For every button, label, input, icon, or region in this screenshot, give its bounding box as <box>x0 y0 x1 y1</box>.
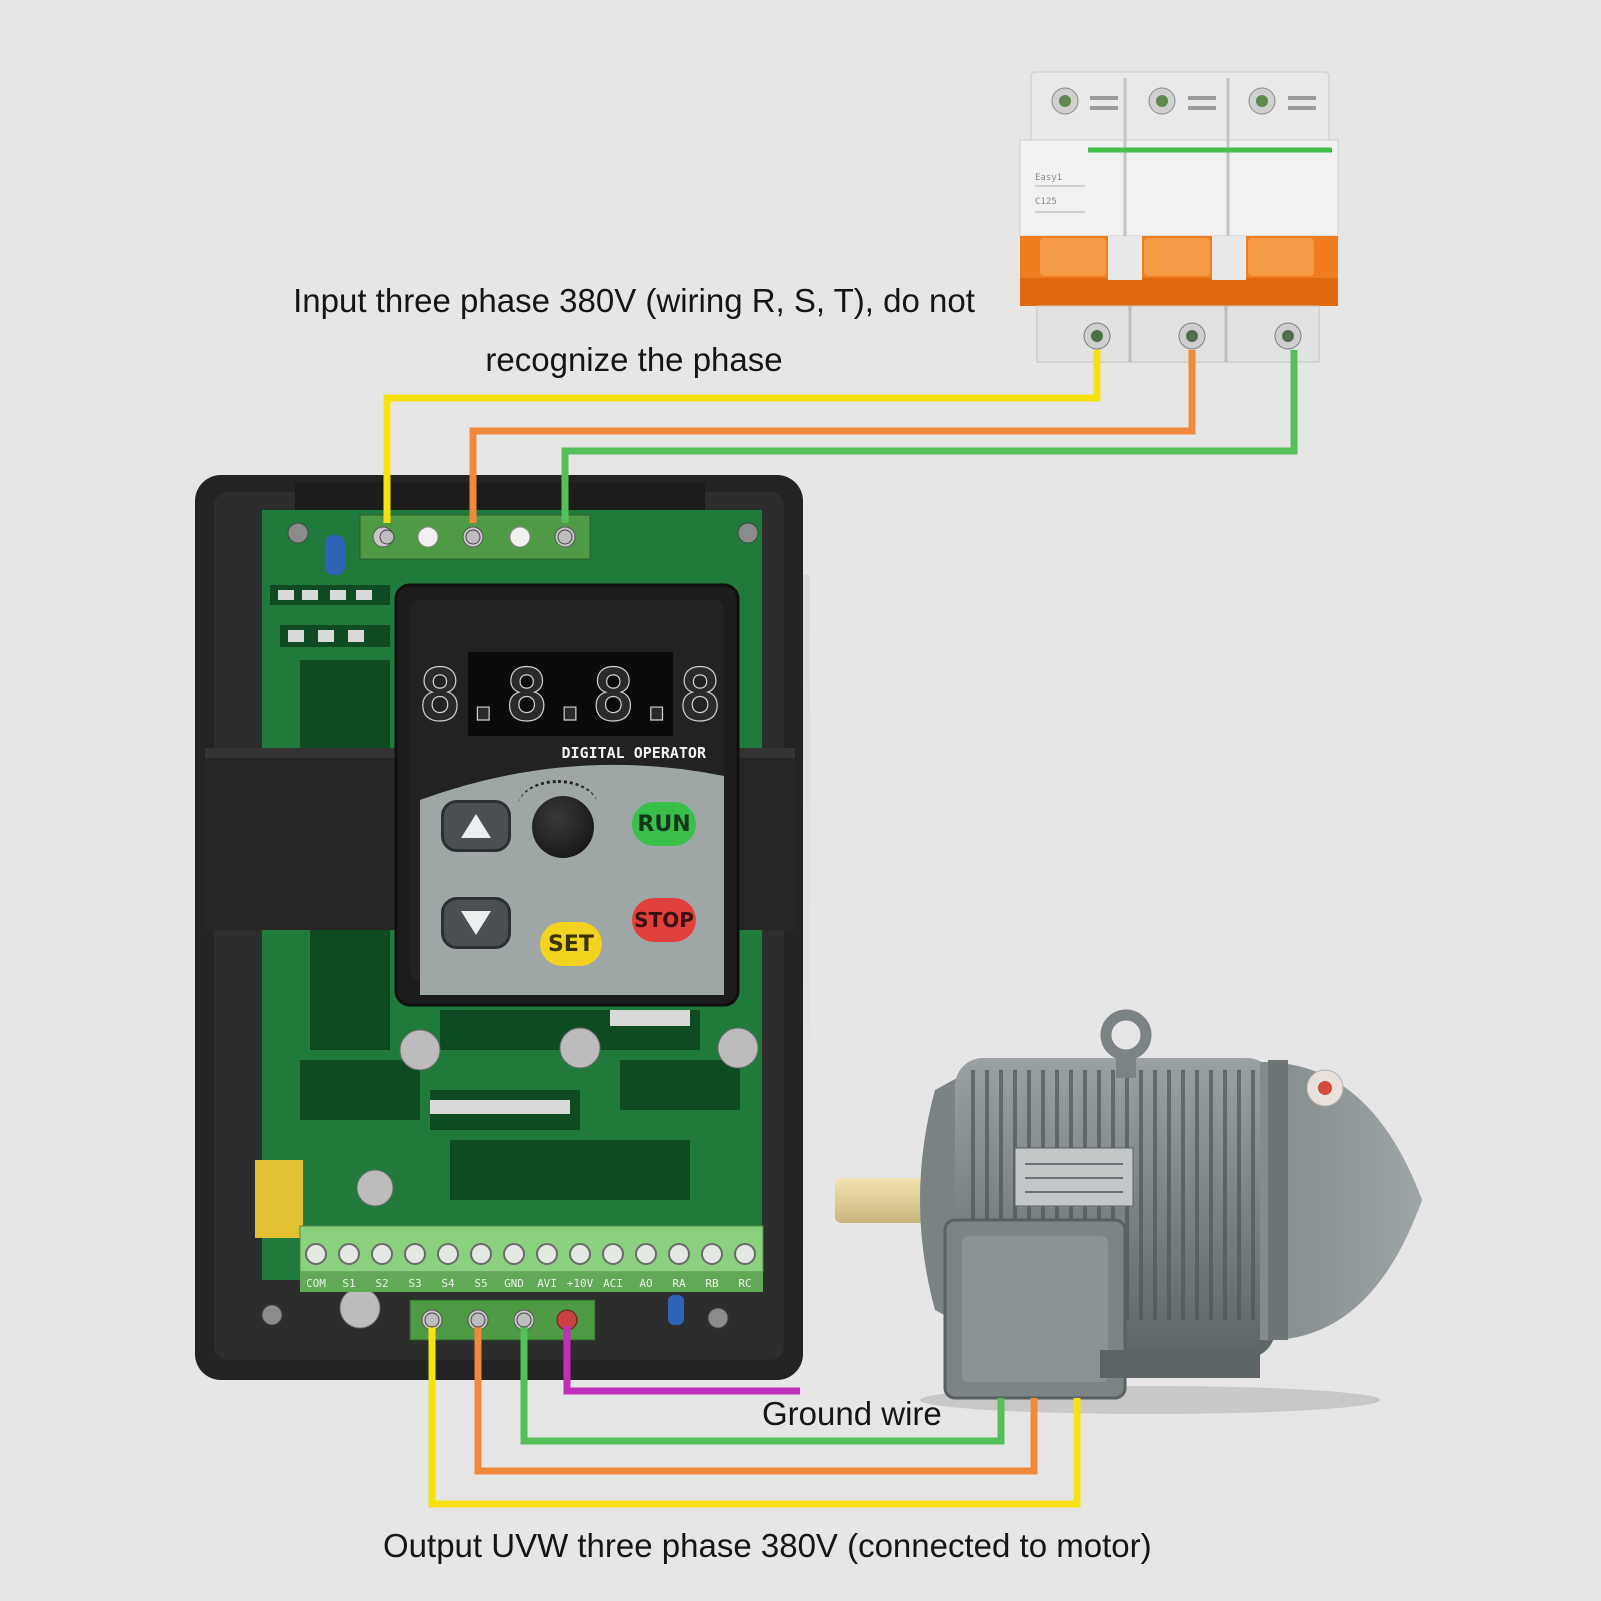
ground-wire-caption: Ground wire <box>762 1395 942 1432</box>
terminal-screw <box>536 1243 558 1265</box>
terminal-label-s5: S5 <box>474 1277 487 1290</box>
terminal-screw <box>668 1243 690 1265</box>
breaker-brand: Easy1 <box>1035 173 1062 183</box>
terminal-label-s4: S4 <box>441 1277 455 1290</box>
terminal-screw <box>602 1243 624 1265</box>
circuit-breaker: Easy1 C125 <box>1019 71 1339 363</box>
run-button[interactable]: RUN <box>632 802 696 846</box>
ground-wire <box>563 1326 800 1395</box>
wires <box>383 350 1298 1508</box>
terminal-screw <box>569 1243 591 1265</box>
terminal-label-rc: RC <box>738 1277 751 1290</box>
terminal-screw <box>404 1243 426 1265</box>
terminal-label-10v: +10V <box>567 1277 594 1290</box>
capacitor <box>255 1160 303 1238</box>
motor-shaft <box>835 1178 930 1223</box>
terminal-label-com: COM <box>306 1277 326 1290</box>
terminal-screw <box>701 1243 723 1265</box>
terminal-label-rb: RB <box>705 1277 719 1290</box>
output-wire-yellow <box>428 1326 1081 1508</box>
output-wire-orange <box>474 1326 1038 1475</box>
terminal-label-aci: ACI <box>603 1277 623 1290</box>
output-caption: Output UVW three phase 380V (connected t… <box>383 1527 1152 1564</box>
breaker-top-screws <box>1051 87 1316 115</box>
input-wire-yellow <box>383 350 1101 523</box>
terminal-label-gnd: GND <box>504 1277 524 1290</box>
input-caption-line2: recognize the phase <box>485 341 783 379</box>
up-button[interactable] <box>441 800 511 852</box>
terminal-label-ao: AO <box>639 1277 652 1290</box>
down-button[interactable] <box>441 897 511 949</box>
terminal-screw <box>371 1243 393 1265</box>
terminal-screw <box>734 1243 756 1265</box>
control-terminal-strip: COM S1 S2 S3 S4 S5 GND AVI +10V ACI AO RA RB RC <box>299 1225 764 1292</box>
terminal-screw <box>437 1243 459 1265</box>
terminal-screw <box>635 1243 657 1265</box>
stop-button[interactable]: STOP <box>632 898 696 942</box>
up-arrow-icon <box>461 814 491 838</box>
terminal-screw <box>503 1243 525 1265</box>
electric-motor <box>835 1009 1422 1414</box>
down-arrow-icon <box>461 911 491 935</box>
output-wire-green <box>520 1326 1005 1445</box>
input-caption-line1: Input three phase 380V (wiring R, S, T),… <box>293 282 975 319</box>
panel-label: DIGITAL OPERATOR <box>562 744 707 762</box>
terminal-screw <box>305 1243 327 1265</box>
potentiometer-knob-icon <box>518 780 598 833</box>
set-button[interactable]: SET <box>540 922 602 966</box>
breaker-toggles <box>1020 236 1338 306</box>
terminal-label-avi: AVI <box>537 1277 557 1290</box>
terminal-label-s1: S1 <box>342 1277 355 1290</box>
terminal-label-s2: S2 <box>375 1277 388 1290</box>
breaker-bottom-screws <box>1083 322 1302 350</box>
terminal-screw <box>338 1243 360 1265</box>
lifting-eye <box>1100 1009 1152 1078</box>
breaker-model: C125 <box>1035 197 1057 207</box>
input-wire-green <box>561 350 1298 523</box>
led-display <box>468 652 673 736</box>
terminal-screw <box>470 1243 492 1265</box>
motor-terminal-box <box>943 1218 1127 1400</box>
input-wire-orange <box>469 350 1196 523</box>
led-digits: 8.8.8.8 <box>418 653 721 737</box>
input-caption: Input three phase 380V (wiring R, S, T),… <box>268 280 1000 381</box>
terminal-label-s3: S3 <box>408 1277 421 1290</box>
potentiometer-knob[interactable] <box>518 780 598 858</box>
terminal-label-ra: RA <box>672 1277 686 1290</box>
